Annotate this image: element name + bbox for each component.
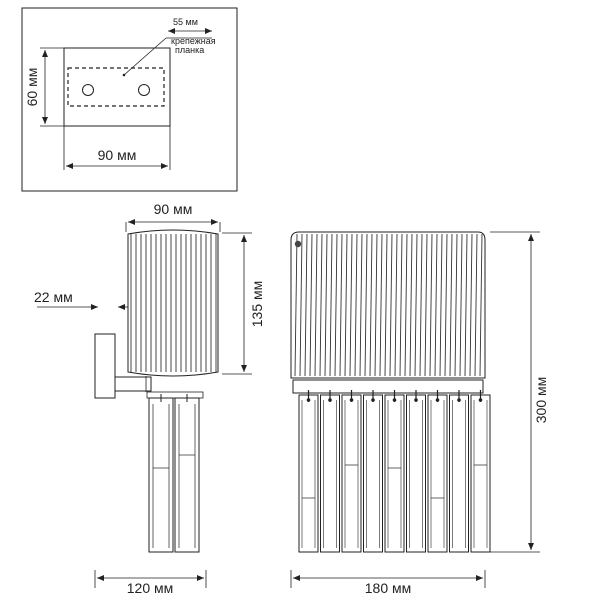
front-crystal-pin (349, 398, 354, 402)
inset-border (21, 7, 238, 192)
front-rib (419, 233, 423, 377)
front-width-label: 180 мм (365, 580, 412, 596)
front-shade (290, 231, 486, 379)
front-crystal-pin (328, 398, 332, 402)
front-rib (429, 233, 433, 377)
plate-note-line1: крепежная (171, 36, 216, 46)
plate-leader (123, 37, 167, 76)
front-rib (399, 233, 403, 377)
front-rib (309, 233, 313, 377)
front-rib (474, 233, 478, 377)
screw-hole-left (82, 84, 94, 96)
front-rib (359, 233, 363, 377)
front-rib (424, 233, 428, 377)
side-shade-ribs (130, 234, 217, 372)
plate-width-label: 55 мм (173, 17, 198, 27)
front-rib (374, 233, 378, 377)
front-crystal-pin (457, 398, 461, 402)
front-crystal-pin (478, 398, 483, 402)
wall-plate (94, 333, 116, 399)
front-rib (329, 233, 333, 377)
inset-panel: 55 мм крепежная планка 60 мм 90 мм (21, 7, 238, 192)
front-crystal-pin (371, 398, 375, 402)
front-rib (404, 233, 408, 377)
front-rib (364, 233, 368, 377)
screw-hole-right (138, 84, 150, 96)
side-shade (127, 229, 219, 377)
front-view: 300 мм 180 мм (290, 231, 549, 596)
side-crystals (148, 394, 200, 553)
side-crystal-rail (146, 391, 204, 399)
front-rib (379, 233, 383, 377)
front-crystal-pin (435, 398, 440, 402)
front-crystal-pin (414, 398, 418, 402)
front-crystal-pin (392, 398, 397, 402)
front-rib (444, 233, 448, 377)
base-plate (63, 47, 171, 127)
front-rib (314, 233, 318, 377)
side-crystal (148, 397, 174, 553)
front-rib (304, 233, 308, 377)
front-rib (394, 233, 398, 377)
front-rib (324, 233, 328, 377)
side-view: 90 мм 135 мм 22 мм 120 мм (34, 201, 265, 596)
front-rib (384, 233, 388, 377)
wall-arm (114, 376, 152, 392)
front-rib (469, 233, 473, 377)
front-rib (414, 233, 418, 377)
front-crystal-pin (306, 398, 311, 402)
front-rib (449, 233, 453, 377)
front-rib (369, 233, 373, 377)
total-height-label: 300 мм (533, 377, 549, 424)
shade-height-label: 135 мм (249, 281, 265, 328)
plate-note-line2: планка (175, 45, 204, 55)
mounting-bar (67, 67, 165, 107)
side-top-label: 90 мм (154, 201, 193, 217)
offset-label: 22 мм (34, 289, 73, 305)
front-rib (479, 233, 483, 377)
front-rib (459, 233, 463, 377)
shade-screw-icon (294, 240, 302, 248)
front-rib (454, 233, 458, 377)
front-rib (409, 233, 413, 377)
front-rib (439, 233, 443, 377)
front-crystals (298, 390, 491, 553)
front-rib (319, 233, 323, 377)
front-rib (344, 233, 348, 377)
front-rib (334, 233, 338, 377)
inset-height-label: 60 мм (24, 68, 40, 107)
depth-label: 120 мм (127, 580, 174, 596)
side-crystal (174, 397, 200, 553)
crystal-holder-bar (292, 379, 484, 394)
inset-width-label: 90 мм (98, 147, 137, 163)
front-rib (389, 233, 393, 377)
front-rib (339, 233, 343, 377)
front-rib (434, 233, 438, 377)
front-rib (349, 233, 353, 377)
front-rib (299, 233, 303, 377)
front-shade-ribs (294, 233, 483, 377)
front-rib (294, 233, 298, 377)
front-rib (464, 233, 468, 377)
front-rib (354, 233, 358, 377)
